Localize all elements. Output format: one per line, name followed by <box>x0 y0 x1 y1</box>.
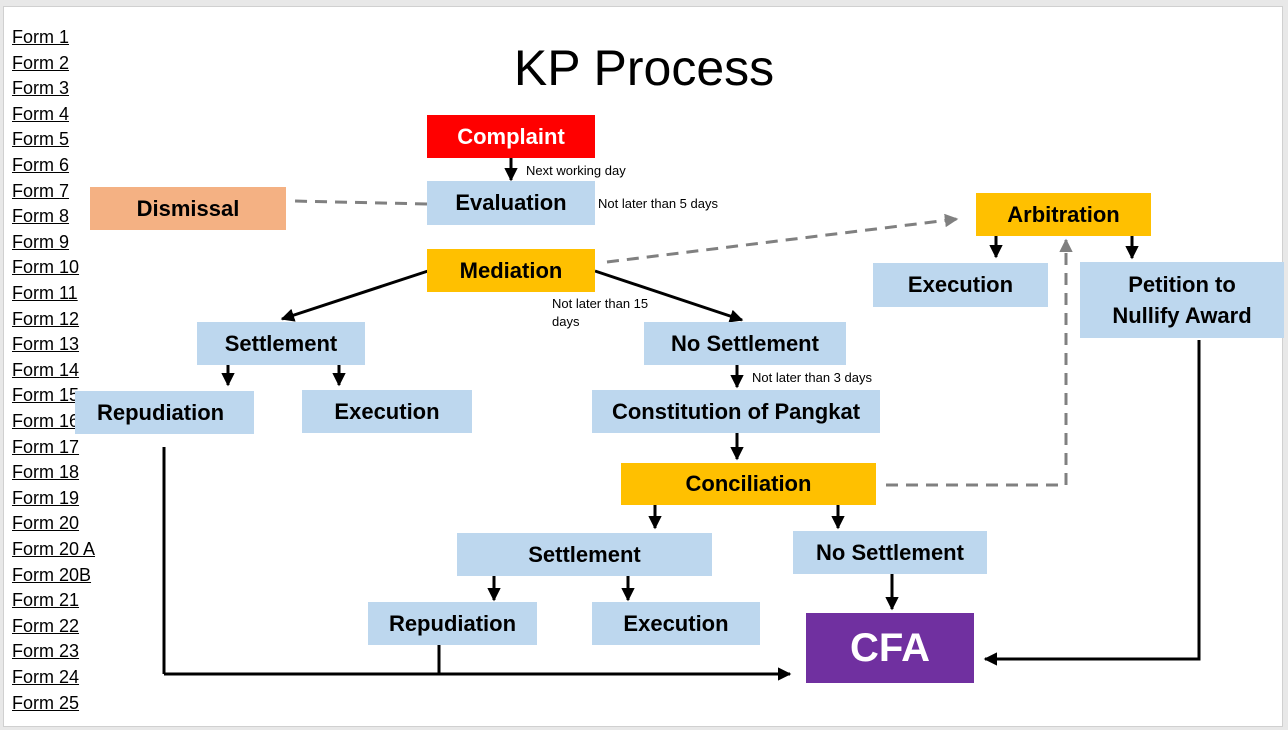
conciliation-node: Conciliation <box>621 463 876 505</box>
evaluation-label: Evaluation <box>455 190 567 215</box>
cfa-node: CFA <box>806 613 974 683</box>
form-link-16[interactable]: Form 16 <box>12 411 80 431</box>
pangkat-node: Constitution of Pangkat <box>592 390 880 433</box>
form-link-24[interactable]: Form 22 <box>12 615 80 636</box>
form-link-25[interactable]: Form 23 <box>12 641 80 662</box>
form-link-19[interactable]: Form 19 <box>12 487 80 508</box>
conciliation-no-settlement-node: No Settlement <box>793 531 987 574</box>
note-next-working-day: Next working day <box>526 163 626 178</box>
form-link-13[interactable]: Form 13 <box>12 334 80 355</box>
petition-label-line1: Petition to <box>1128 272 1236 297</box>
form-link-1[interactable]: Form 1 <box>12 27 70 47</box>
evaluation-node: Evaluation <box>427 181 595 225</box>
conciliation-no-settlement-label: No Settlement <box>816 539 964 565</box>
arbitration-execution-node: Execution <box>873 263 1048 307</box>
arrow-mediation-settlement <box>280 269 429 322</box>
settlement-label: Settlement <box>224 330 338 356</box>
form-link-6[interactable]: Form 6 <box>12 155 70 175</box>
arbitration-node: Arbitration <box>976 193 1151 236</box>
pangkat-label: Constitution of Pangkat <box>611 398 861 424</box>
settlement-node: Settlement <box>197 322 365 365</box>
form-link-9[interactable]: Form 9 <box>12 231 70 252</box>
note-three-days: Not later than 3 days <box>752 370 872 385</box>
form-link-23[interactable]: Form 21 <box>12 590 80 611</box>
dismissal-label: Dismissal <box>136 195 240 221</box>
arbitration-execution-label: Execution <box>907 272 1014 297</box>
arbitration-label: Arbitration <box>1007 201 1120 227</box>
dashed-evaluation-dismissal <box>292 199 428 206</box>
form-link-3[interactable]: Form 3 <box>12 78 70 99</box>
form-link-20[interactable]: Form 20 <box>12 513 80 534</box>
no-settlement-label: No Settlement <box>671 330 819 356</box>
complaint-node: Complaint <box>427 115 595 158</box>
petition-node: Petition to Nullify Award <box>1080 262 1284 338</box>
arrow-petition-cfa <box>983 340 1201 666</box>
conciliation-repudiation-node: Repudiation <box>368 602 537 645</box>
conciliation-execution-node: Execution <box>592 602 760 645</box>
form-link-27[interactable]: Form 25 <box>12 692 80 713</box>
form-link-5[interactable]: Form 5 <box>12 129 70 150</box>
petition-label-line2: Nullify Award <box>1112 303 1252 328</box>
mediation-label: Mediation <box>459 257 563 283</box>
form-link-12[interactable]: Form 12 <box>12 308 80 329</box>
note-fifteen-days-line2: days <box>552 314 580 329</box>
conciliation-repudiation-label: Repudiation <box>388 610 517 636</box>
conciliation-settlement-node: Settlement <box>457 533 712 576</box>
execution-node: Execution <box>302 390 472 433</box>
form-link-22[interactable]: Form 20B <box>12 564 92 585</box>
dashed-conciliation-arbitration <box>886 238 1073 487</box>
mediation-node: Mediation <box>427 249 595 292</box>
no-settlement-node: No Settlement <box>644 322 846 365</box>
repudiation-node: Repudiation <box>75 391 254 434</box>
note-fifteen-days-line1: Not later than 15 <box>552 296 649 311</box>
form-link-7[interactable]: Form 7 <box>12 180 70 201</box>
dashed-mediation-arbitration <box>606 213 959 264</box>
conciliation-label: Conciliation <box>685 471 812 496</box>
form-link-10[interactable]: Form 10 <box>12 257 80 278</box>
complaint-label: Complaint <box>457 123 565 149</box>
form-link-15[interactable]: Form 15 <box>12 385 80 406</box>
cfa-label: CFA <box>850 625 930 670</box>
form-link-2[interactable]: Form 2 <box>12 52 70 73</box>
form-link-4[interactable]: Form 4 <box>12 103 70 124</box>
form-link-8[interactable]: Form 8 <box>12 206 70 227</box>
page-title: KP Process <box>513 40 775 96</box>
execution-label: Execution <box>334 398 440 424</box>
form-link-11[interactable]: Form 11 <box>12 283 78 303</box>
form-link-14[interactable]: Form 14 <box>12 359 80 380</box>
conciliation-settlement-label: Settlement <box>528 541 641 567</box>
form-link-21[interactable]: Form 20 A <box>12 539 96 559</box>
form-link-18[interactable]: Form 18 <box>12 462 80 483</box>
note-fifteen-days: Not later than 15 days <box>552 295 648 331</box>
repudiation-label: Repudiation <box>97 399 225 425</box>
conciliation-execution-label: Execution <box>623 610 729 636</box>
note-five-days: Not later than 5 days <box>598 196 718 211</box>
arrow-mediation-no-settlement <box>594 269 744 323</box>
dismissal-node: Dismissal <box>90 187 286 230</box>
form-link-17[interactable]: Form 17 <box>12 436 80 457</box>
form-link-26[interactable]: Form 24 <box>12 667 80 687</box>
